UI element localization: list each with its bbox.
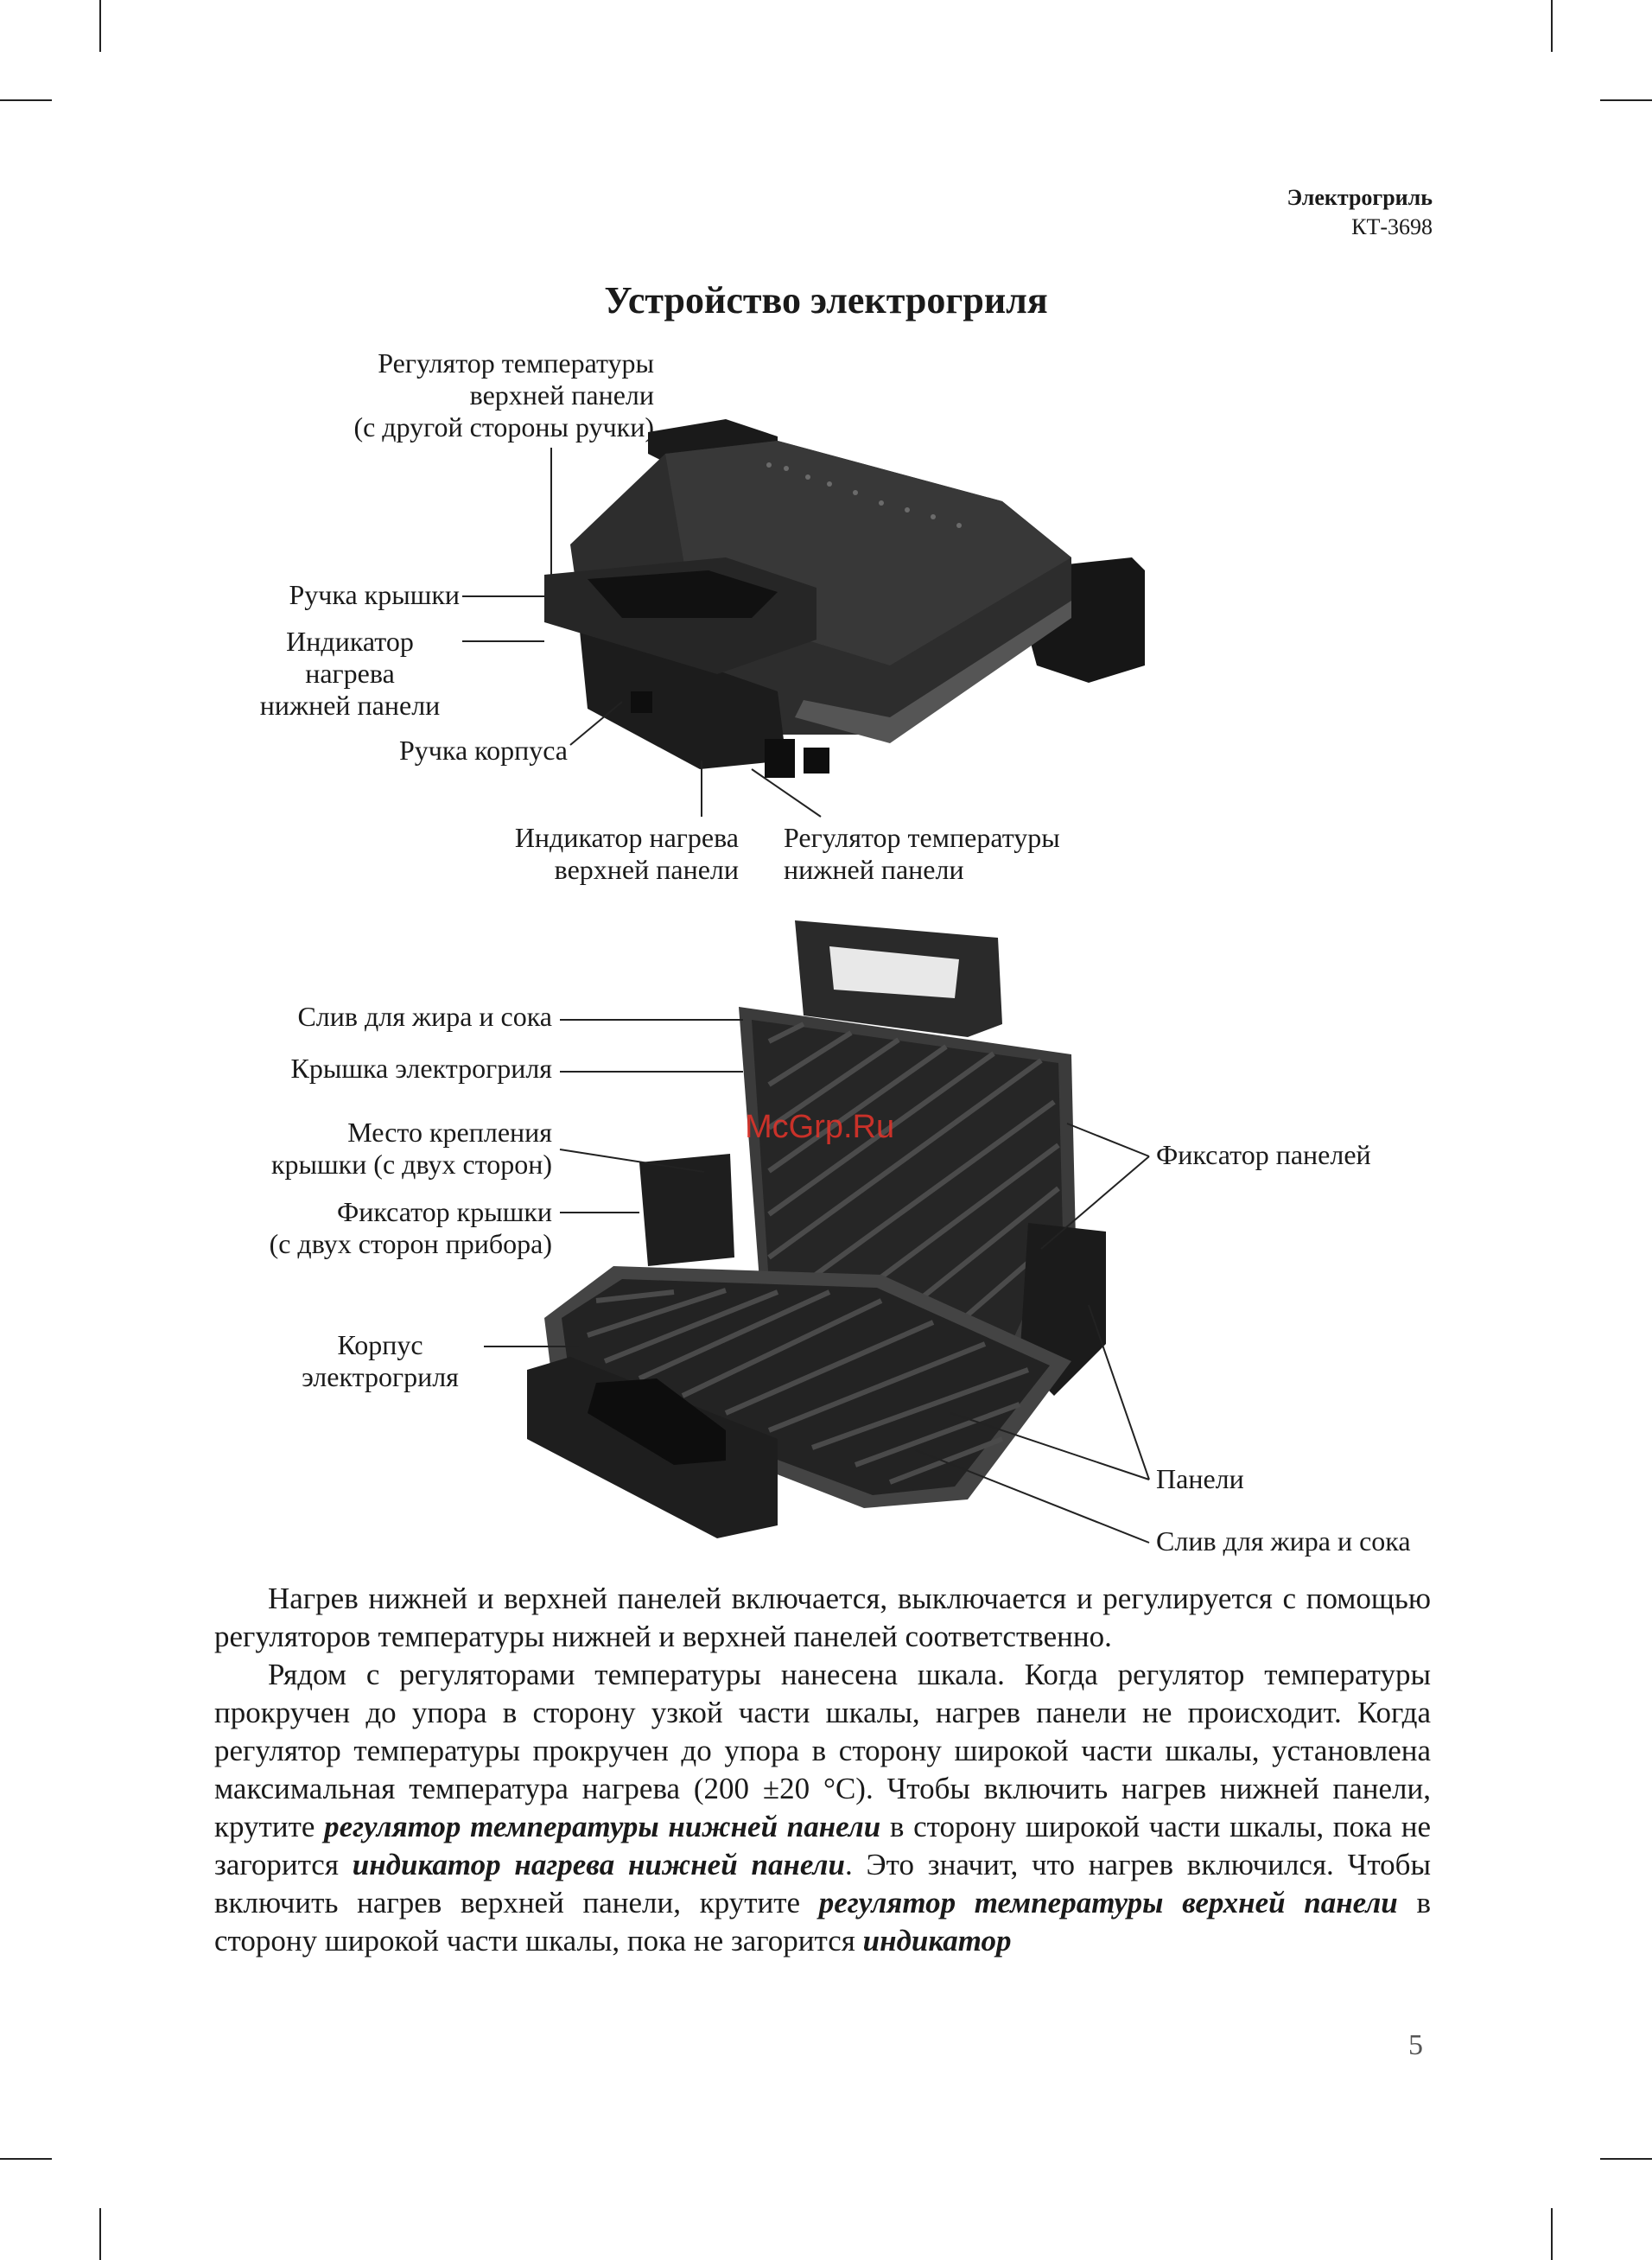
crop-mark [0,99,52,101]
body-text: Нагрев нижней и верхней панелей включает… [214,1580,1431,1960]
label-lower-regulator: Регулятор температуры нижней панели [784,822,1060,885]
label-lid-mount: Место крепления крышки (с двух сторон) [270,1117,552,1180]
crop-mark [99,2208,101,2260]
running-header: Электрогриль КТ-3698 [1287,183,1433,242]
label-drain-bottom: Слив для жира и сока [1156,1525,1411,1557]
label-body-handle: Ручка корпуса [399,735,568,766]
label-panels: Панели [1156,1463,1244,1494]
label-upper-indicator: Индикатор нагрева верхней панели [514,822,739,885]
paragraph-1: Нагрев нижней и верхней панелей включает… [214,1582,1431,1653]
label-lower-indicator: Индикатор нагрева нижней панели [259,626,441,721]
paragraph-2: Рядом с регуляторами температуры нанесен… [214,1658,1432,1958]
crop-mark [99,0,101,52]
header-model: КТ-3698 [1351,214,1433,239]
crop-mark [1600,99,1652,101]
label-lid: Крышка электрогриля [290,1053,552,1084]
header-title: Электрогриль [1287,185,1433,210]
grill-closed-image [544,419,1145,778]
label-top-regulator: Регулятор температуры верхней панели (с … [353,347,654,442]
label-lid-lock: Фиксатор крышки (с двух сторон прибора) [269,1196,552,1259]
watermark: McGrp.Ru [745,1109,895,1145]
grill-open-image [527,920,1106,1538]
label-drain-top: Слив для жира и сока [297,1001,552,1032]
crop-mark [1600,2158,1652,2160]
crop-mark [1551,0,1553,52]
crop-mark [0,2158,52,2160]
label-body: Корпус электрогриля [302,1329,459,1392]
crop-mark [1551,2208,1553,2260]
label-panel-lock: Фиксатор панелей [1156,1139,1371,1170]
page-title: Устройство электрогриля [604,279,1048,321]
page-number: 5 [1408,2029,1423,2061]
label-lid-handle: Ручка крышки [289,579,460,610]
